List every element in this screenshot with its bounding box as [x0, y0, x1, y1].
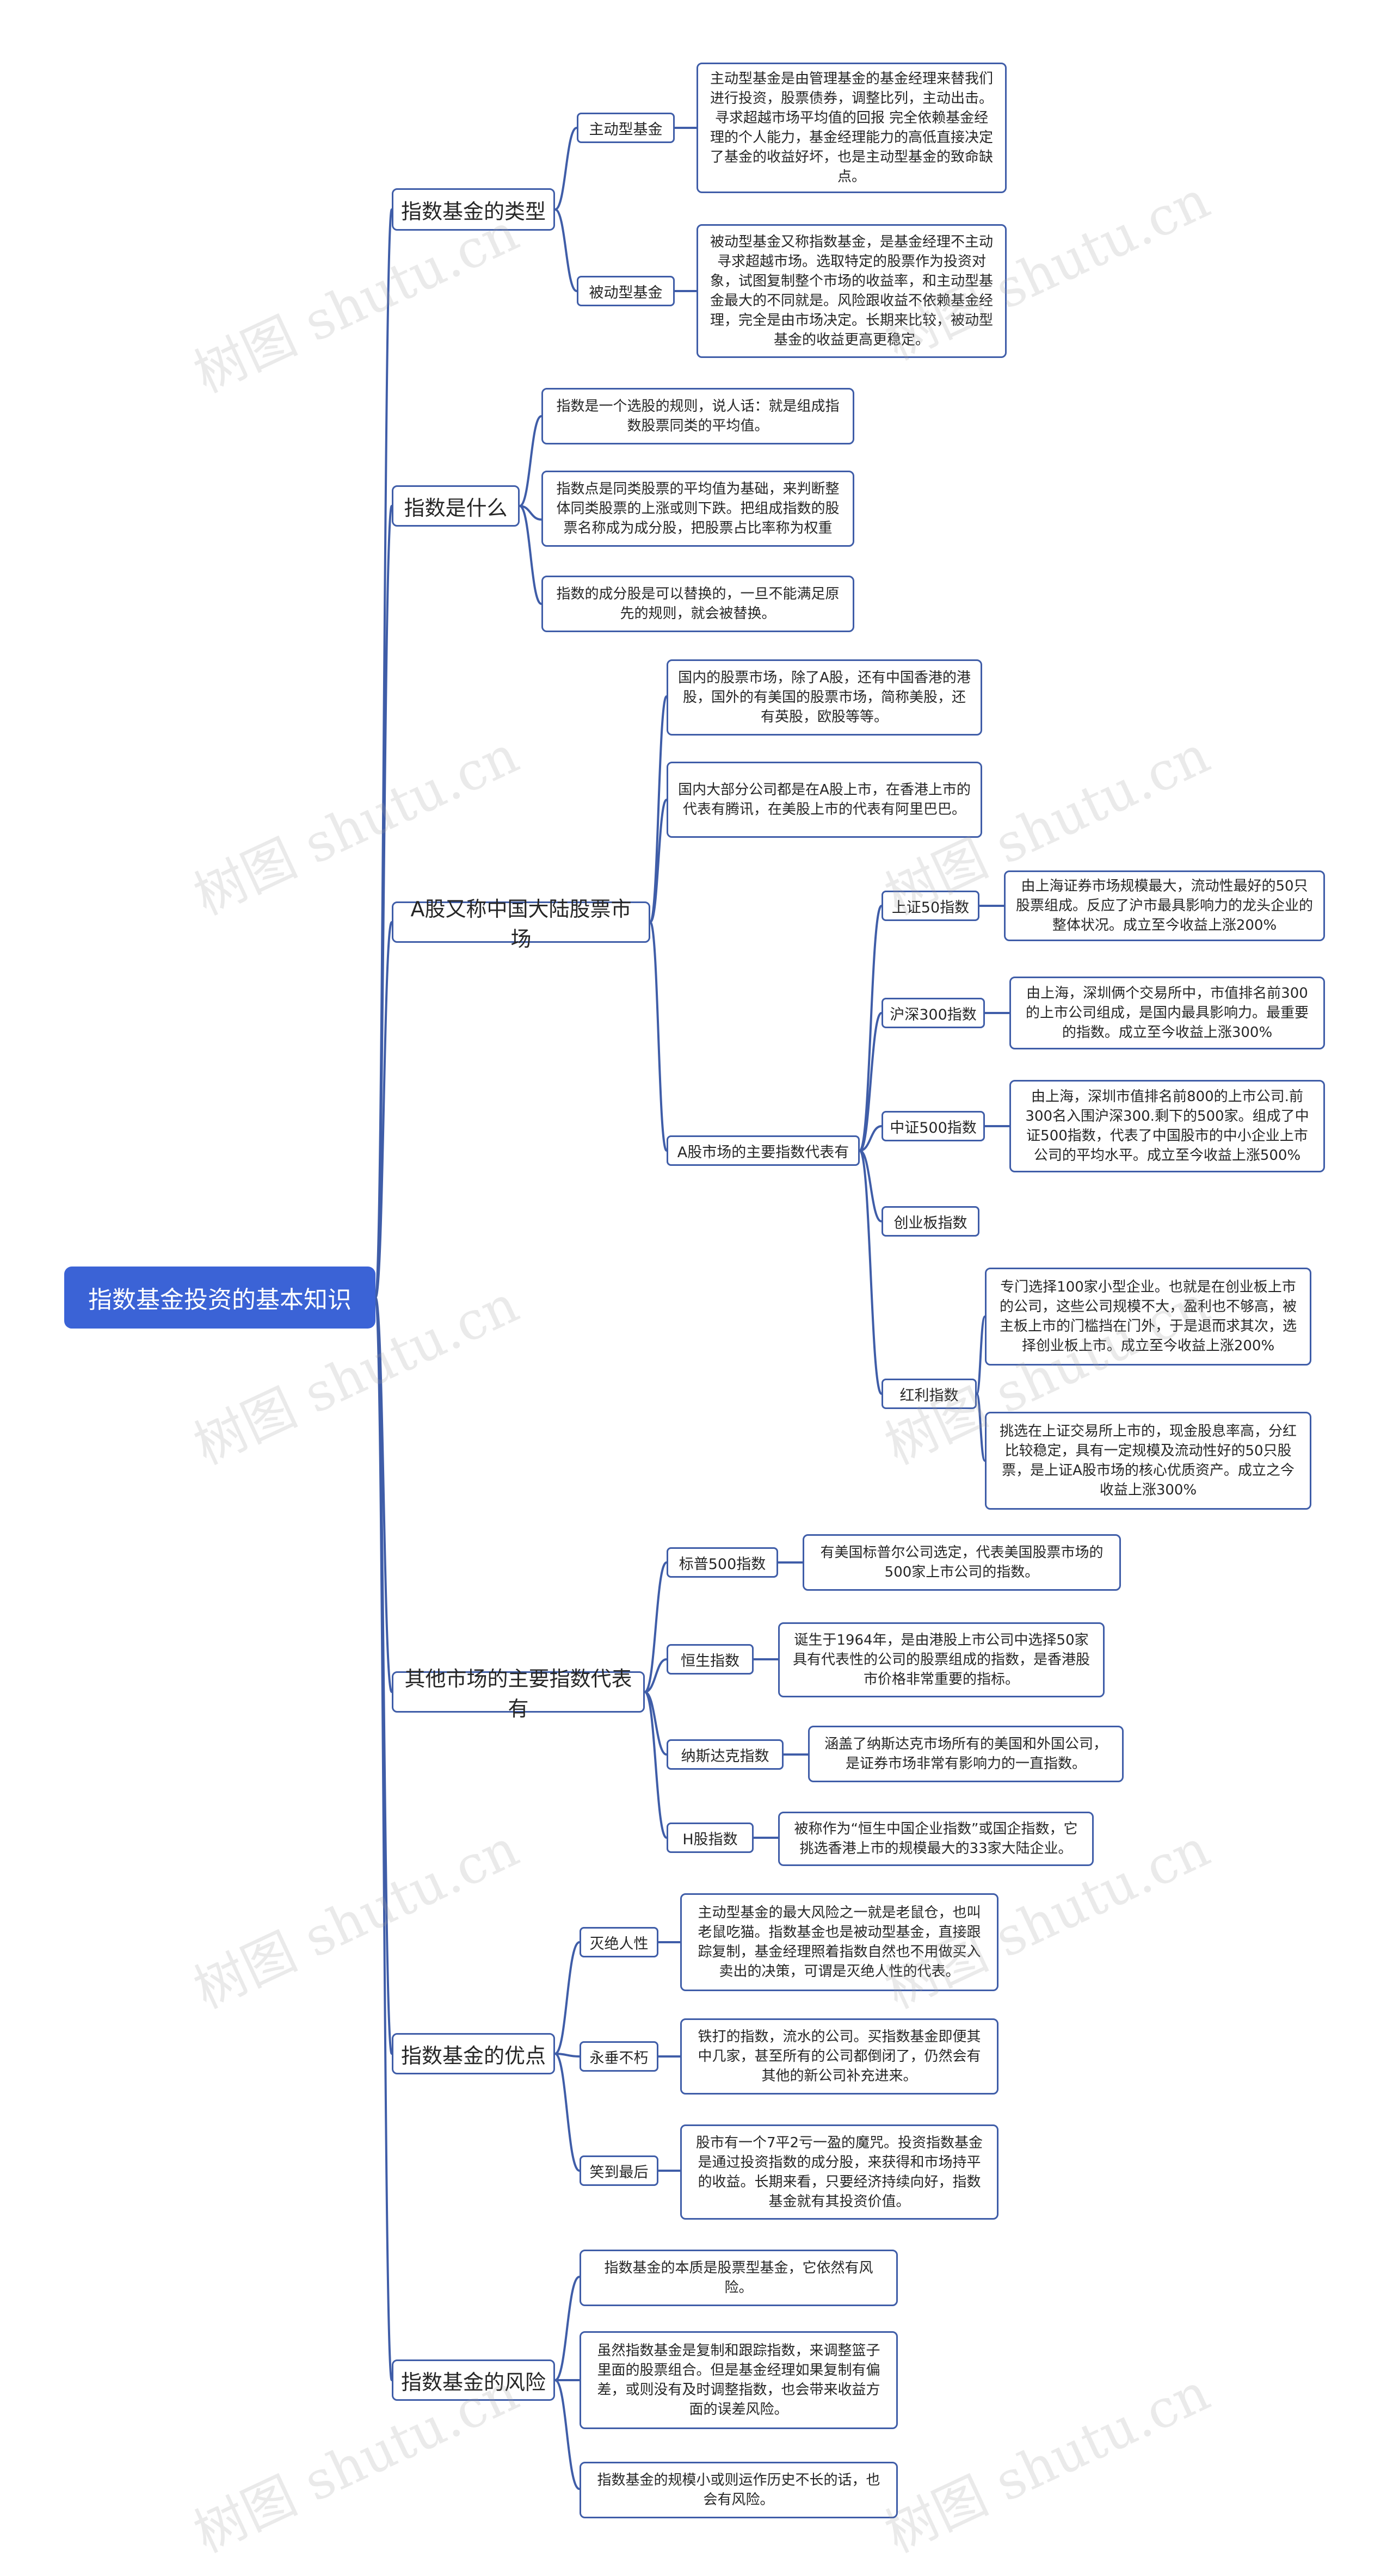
- topic-what-is-index[interactable]: 指数是什么: [392, 485, 520, 527]
- note-no-human-nature: 主动型基金的最大风险之一就是老鼠仓，也叫老鼠吃猫。指数基金也是被动型基金，直接跟…: [680, 1893, 998, 1991]
- note-stock-markets: 国内的股票市场，除了A股，还有中国香港的港股，国外的有美国的股票市场，简称美股，…: [667, 659, 982, 736]
- note-risk-tracking: 虽然指数基金是复制和跟踪指数，来调整篮子里面的股票组合。但是基金经理如果复制有偏…: [580, 2331, 898, 2429]
- connector: [644, 1561, 668, 1839]
- connector: [859, 905, 883, 1395]
- connector: [649, 695, 668, 1152]
- note-index-constituents: 指数的成分股是可以替换的，一旦不能满足原先的规则，就会被替换。: [541, 576, 854, 632]
- index-csi300[interactable]: 沪深300指数: [882, 998, 985, 1028]
- note-sse50: 由上海证券市场规模最大，流动性最好的50只股票组成。反应了沪市最具影响力的龙头企…: [1004, 870, 1325, 941]
- subtopic-passive-fund[interactable]: 被动型基金: [577, 276, 675, 306]
- subtopic-active-fund[interactable]: 主动型基金: [577, 113, 675, 143]
- note-nasdaq: 涵盖了纳斯达克市场所有的美国和外国公司，是证券市场非常有影响力的一直指数。: [808, 1726, 1124, 1782]
- note-passive-fund: 被动型基金又称指数基金，是基金经理不主动寻求超越市场。选取特定的股票作为投资对象…: [696, 224, 1007, 358]
- connector: [554, 1941, 580, 2172]
- note-csi300: 由上海，深圳俩个交易所中，市值排名前300的上市公司组成，是国内最具影响力。最重…: [1009, 977, 1325, 1049]
- topic-fund-types[interactable]: 指数基金的类型: [392, 188, 555, 231]
- root-topic[interactable]: 指数基金投资的基本知识: [64, 1267, 375, 1329]
- connector: [519, 415, 542, 605]
- note-risk-equity: 指数基金的本质是股票型基金，它依然有风险。: [580, 2250, 898, 2306]
- advantage-no-human-nature[interactable]: 灭绝人性: [580, 1927, 658, 1957]
- index-sse50[interactable]: 上证50指数: [882, 891, 979, 921]
- index-sp500[interactable]: 标普500指数: [667, 1547, 778, 1578]
- note-hang-seng: 诞生于1964年，是由港股上市公司中选择50家具有代表性的公司的股票组成的指数，…: [778, 1622, 1105, 1697]
- connector: [554, 2276, 580, 2490]
- index-hang-seng[interactable]: 恒生指数: [667, 1644, 754, 1675]
- note-h-share: 被称作为“恒生中国企业指数”或国企指数，它挑选香港上市的规模最大的33家大陆企业…: [778, 1812, 1094, 1866]
- advantage-immortal[interactable]: 永垂不朽: [580, 2041, 658, 2072]
- index-chinext[interactable]: 创业板指数: [882, 1206, 979, 1237]
- topic-a-share-market[interactable]: A股又称中国大陆股票市场: [392, 897, 650, 951]
- note-immortal: 铁打的指数，流水的公司。买指数基金即便其中几家，甚至所有的公司都倒闭了，仍然会有…: [680, 2018, 998, 2095]
- note-last-laugh: 股市有一个7平2亏一盈的魔咒。投资指数基金是通过投资指数的成分股，来获得和市场持…: [680, 2124, 998, 2220]
- connector: [976, 905, 1009, 1462]
- note-index-points: 指数点是同类股票的平均值为基础，来判断整体同类股票的上涨或则下跌。把组成指数的股…: [541, 471, 854, 547]
- topic-advantages[interactable]: 指数基金的优点: [392, 2033, 555, 2074]
- note-sp500: 有美国标普尔公司选定，代表美国股票市场的500家上市公司的指数。: [803, 1534, 1121, 1591]
- note-csi500: 由上海，深圳市值排名前800的上市公司.前300名入围沪深300.剩下的500家…: [1009, 1080, 1325, 1172]
- index-csi500[interactable]: 中证500指数: [882, 1111, 985, 1141]
- note-active-fund: 主动型基金是由管理基金的基金经理来替我们进行投资，股票债券，调整比列，主动出击。…: [696, 63, 1007, 193]
- index-h-share[interactable]: H股指数: [667, 1823, 754, 1853]
- topic-risks[interactable]: 指数基金的风险: [392, 2359, 555, 2401]
- topic-other-markets[interactable]: 其他市场的主要指数代表有: [392, 1667, 645, 1721]
- note-dividend-sse: 挑选在上证交易所上市的，现金股息率高，分红比较稳定，具有一定规模及流动性好的50…: [985, 1412, 1311, 1510]
- note-index-definition: 指数是一个选股的规则，说人话：就是组成指数股票同类的平均值。: [541, 388, 854, 444]
- connector: [658, 1941, 680, 2172]
- note-listing-venues: 国内大部分公司都是在A股上市，在香港上市的代表有腾讯，在美股上市的代表有阿里巴巴…: [667, 762, 982, 838]
- connector: [675, 127, 696, 292]
- connector: [554, 127, 577, 292]
- connector: [754, 1561, 808, 1839]
- advantage-last-laugh[interactable]: 笑到最后: [580, 2155, 658, 2186]
- index-dividend[interactable]: 红利指数: [882, 1379, 977, 1409]
- subtopic-a-share-main-indexes[interactable]: A股市场的主要指数代表有: [667, 1135, 860, 1166]
- connector: [374, 208, 393, 2381]
- note-risk-small-scale: 指数基金的规模小或则运作历史不长的话，也会有风险。: [580, 2462, 898, 2518]
- index-nasdaq[interactable]: 纳斯达克指数: [667, 1739, 784, 1770]
- note-dividend-small-cap: 专门选择100家小型企业。也就是在创业板上市的公司，这些公司规模不大，盈利也不够…: [985, 1268, 1311, 1366]
